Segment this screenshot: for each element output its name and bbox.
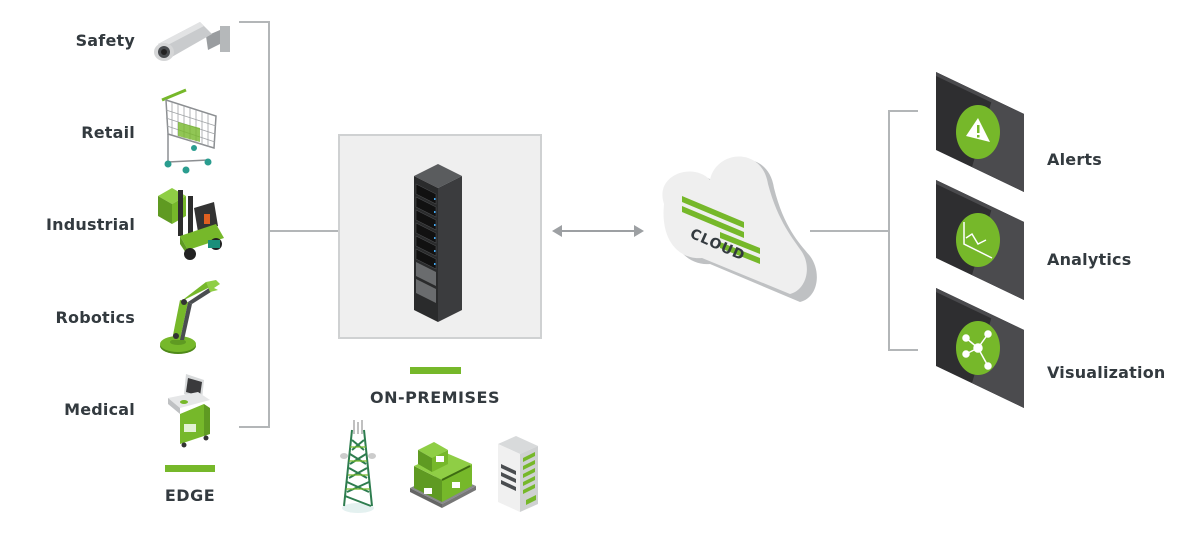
forklift-icon [156,186,226,266]
edge-bracket-top [239,21,269,23]
on-premises-panel [338,134,542,339]
output-label-visualization: Visualization [1047,363,1166,382]
edge-label-medical: Medical [64,400,135,419]
cloud-to-outputs-connector [810,230,890,232]
edge-label-robotics: Robotics [55,308,135,327]
bidirectional-arrow-icon [552,223,644,239]
medical-cart-icon [164,372,216,448]
cell-tower-icon [338,420,378,515]
network-graph-icon [962,330,992,370]
output-label-analytics: Analytics [1047,250,1132,269]
outputs-bracket-vertical [888,110,890,351]
outputs-bracket-bottom [888,349,918,351]
edge-bracket-bottom [239,426,269,428]
office-building-icon [496,434,542,514]
on-premises-title: ON-PREMISES [370,388,500,407]
robot-arm-icon [158,278,224,358]
alerts-panel [932,70,1026,194]
on-premises-accent-bar [410,367,461,374]
security-camera-icon [148,14,233,66]
warning-icon [966,118,990,142]
edge-label-safety: Safety [75,31,135,50]
server-rack-icon [408,162,478,322]
line-chart-icon [963,222,993,259]
pallet-boxes-icon [408,440,478,510]
edge-title: EDGE [164,486,216,505]
edge-accent-bar [165,465,215,472]
edge-to-onprem-connector [268,230,338,232]
output-label-alerts: Alerts [1047,150,1102,169]
edge-label-industrial: Industrial [45,215,135,234]
cloud-icon: CLOUD [650,148,822,308]
outputs-bracket-top [888,110,918,112]
shopping-cart-icon [158,86,224,176]
visualization-panel [932,286,1026,410]
edge-label-retail: Retail [81,123,135,142]
analytics-panel [932,178,1026,302]
edge-bracket-vertical [268,21,270,428]
